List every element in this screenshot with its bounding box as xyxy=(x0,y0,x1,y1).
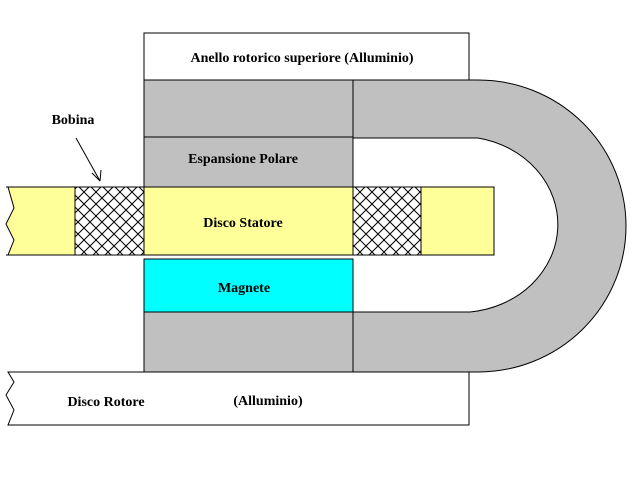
coil-right xyxy=(352,186,422,256)
magnetic-yoke-return xyxy=(351,79,627,373)
pole-piece-label: Espansione Polare xyxy=(188,152,298,167)
rotor-material-label: (Alluminio) xyxy=(233,394,303,409)
coil-arrowhead xyxy=(91,169,102,182)
coil-left xyxy=(74,186,145,256)
top-rotor-ring xyxy=(143,32,470,81)
upper-iron-block xyxy=(143,79,354,138)
lower-iron-block xyxy=(143,311,354,373)
coil-label: Bobina xyxy=(52,113,95,128)
coil-pointer-arrow xyxy=(75,137,101,182)
magnet-label: Magnete xyxy=(218,281,270,296)
magnet xyxy=(143,258,354,313)
stator-center xyxy=(143,186,354,256)
rotor-disc-label: Disco Rotore xyxy=(67,395,144,410)
stator-disc-label: Disco Statore xyxy=(203,216,282,231)
rotor-disc xyxy=(5,371,470,426)
top-ring-label: Anello rotorico superiore (Alluminio) xyxy=(190,51,413,66)
